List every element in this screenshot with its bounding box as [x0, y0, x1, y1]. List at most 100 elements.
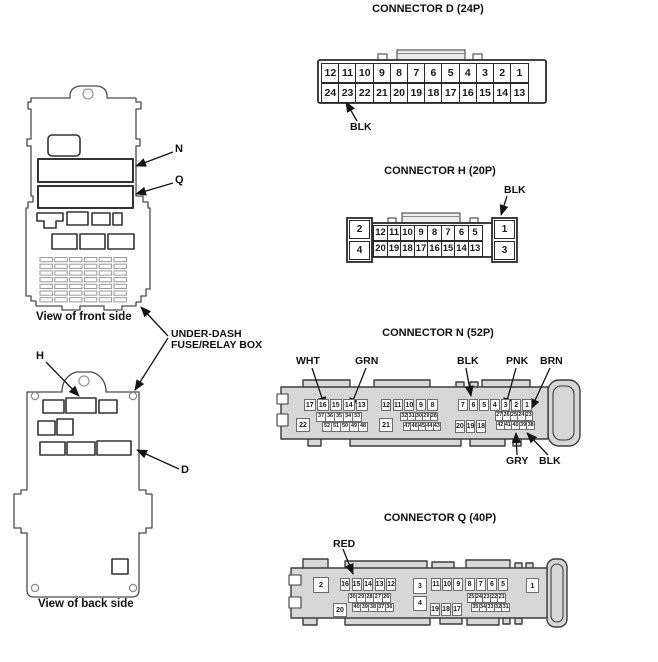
fuse-slot: [69, 270, 83, 276]
pin-cell: 36: [384, 602, 394, 612]
back-slot: [37, 420, 56, 436]
leader-h: [45, 361, 80, 397]
fuse-slot: [98, 257, 113, 263]
pin-cell: 21: [372, 83, 392, 103]
pin-cell: 16: [458, 83, 478, 103]
pin-cell: 11: [392, 399, 403, 411]
pin-cell: 19: [430, 603, 440, 616]
pin-cell: 12: [321, 63, 340, 83]
wire-label-n-wht: WHT: [296, 355, 320, 367]
fuse-slot: [83, 257, 98, 263]
pin-cell: 33: [352, 411, 362, 422]
pin-cell: 17: [441, 83, 460, 103]
pin-cell: 2: [492, 63, 512, 83]
pin-cell: 5: [441, 63, 460, 83]
pin-cell: 14: [363, 578, 373, 591]
back-tab-hole: [78, 375, 90, 387]
fuse-slot: [69, 290, 83, 296]
pin-cell: 9: [415, 399, 427, 411]
fuse-slot: [69, 277, 83, 283]
fuse-slot: [39, 263, 53, 269]
front-slot: [91, 212, 111, 226]
ref-label-n: N: [175, 143, 183, 155]
pin-cell: 7: [406, 63, 426, 83]
back-slot: [56, 418, 74, 436]
wire-label-n-gry: GRY: [506, 455, 529, 467]
front-view-components: [36, 134, 135, 250]
screw-hole: [30, 391, 40, 401]
leader-n-gry: [511, 432, 521, 456]
pin-cell: 20: [373, 240, 388, 257]
pin-cell: 23: [338, 83, 357, 103]
pin-cell: 12: [386, 578, 396, 591]
fuse-slot: [83, 290, 98, 296]
pin-cell: 5: [467, 224, 483, 241]
pin-cell: 19: [406, 83, 426, 103]
ref-label-d: D: [181, 464, 189, 476]
pin-cell: 16: [340, 578, 350, 591]
pin-cell: 8: [389, 63, 409, 83]
connector-q-pin4: 4: [413, 596, 427, 611]
pin-cell: 1: [522, 399, 532, 411]
pin-cell: 7: [458, 399, 468, 411]
wire-label-n-pnk: PNK: [506, 355, 529, 367]
pin-cell: 1: [526, 578, 539, 593]
back-slot: [42, 399, 65, 414]
pin-cell: 2: [313, 577, 329, 593]
pin-cell: 10: [400, 224, 415, 241]
pin-cell: 23: [524, 411, 533, 421]
fuse-slot: [69, 283, 83, 289]
fuse-slot: [98, 270, 113, 276]
pin-cell: 10: [404, 399, 415, 411]
pin-cell: 3: [475, 63, 495, 83]
back-view-caption: View of back side: [38, 598, 134, 610]
connector-n-pin22: 22: [296, 418, 310, 432]
leader-n: [135, 151, 174, 167]
pin-cell: 12: [373, 224, 388, 241]
front-small-connector: [36, 212, 64, 229]
fuse-slot: [113, 270, 127, 276]
pin-cell: 21: [379, 418, 393, 432]
pin-cell: 11: [431, 578, 441, 591]
pin-cell: 1: [510, 63, 529, 83]
connector-h-title: CONNECTOR H (20P): [384, 165, 496, 177]
back-slot: [66, 441, 96, 456]
fuse-slot: [83, 297, 98, 303]
pin-cell: 5: [479, 399, 489, 411]
pin-cell: 26: [381, 593, 391, 603]
pin-cell: 1: [494, 220, 515, 239]
fuse-grid: [39, 257, 127, 303]
pin-cell: 8: [427, 399, 438, 411]
fuse-slot: [113, 297, 127, 303]
pin-cell: 6: [486, 578, 497, 591]
connector-q-slot: [37, 185, 134, 209]
fuse-slot: [39, 297, 53, 303]
leader-n-brn: [530, 367, 551, 410]
fuse-slot: [54, 263, 68, 269]
fuse-slot: [69, 297, 83, 303]
pin-cell: 6: [468, 399, 479, 411]
pin-cell: 3: [413, 578, 427, 594]
pin-cell: 19: [465, 420, 476, 433]
connector-n-slot: [37, 158, 134, 183]
connector-q-pin2: 2: [313, 577, 329, 593]
pin-cell: 20: [333, 603, 347, 617]
connector-d-latch: [396, 49, 466, 61]
screw-hole: [128, 583, 138, 593]
pin-cell: 4: [349, 241, 370, 260]
fuse-slot: [39, 283, 53, 289]
pin-cell: 48: [358, 421, 368, 432]
pin-cell: 14: [492, 83, 512, 103]
fuse-slot: [39, 257, 53, 263]
leader-d: [136, 449, 180, 470]
pin-cell: 22: [355, 83, 375, 103]
